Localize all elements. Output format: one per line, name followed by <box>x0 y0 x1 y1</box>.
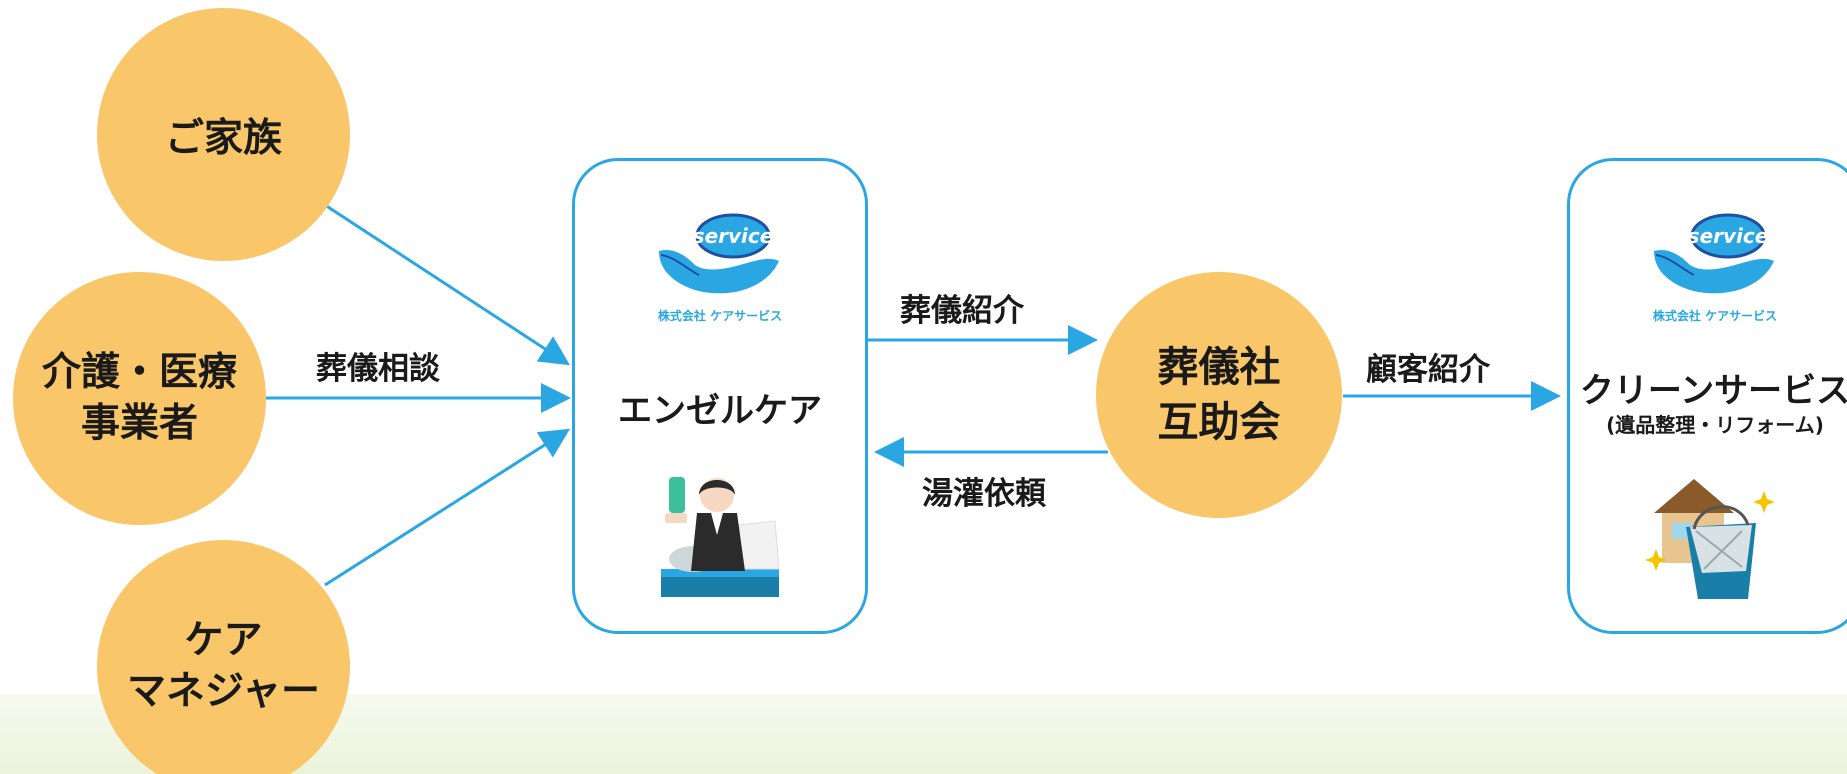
clean-service-logo-text: service <box>1688 224 1769 248</box>
label-customer-referral: 顧客紹介 <box>1366 352 1490 388</box>
clean-service-title: クリーンサービス <box>1579 371 1847 411</box>
node-care-manager-line-1: ケア <box>184 617 263 663</box>
angel-care-logo-text: service <box>693 224 774 248</box>
node-care-manager: ケア マネジャー <box>97 540 350 774</box>
arrow-family-to-angelcare <box>324 203 571 366</box>
node-care-providers-line-1: 介護・医療 <box>41 349 237 395</box>
clean-service-subtitle: (遺品整理・リフォーム) <box>1606 413 1824 437</box>
angel-care-box: service 株式会社 ケアサービス エンゼルケア <box>572 158 868 634</box>
house-bucket-illustration <box>1645 479 1775 599</box>
node-family-line-1: ご家族 <box>164 115 282 161</box>
service-hand-logo: service <box>1654 213 1774 294</box>
angel-care-company-name: 株式会社 ケアサービス <box>657 309 783 323</box>
node-care-manager-line-2: マネジャー <box>126 668 321 714</box>
clean-service-box: service 株式会社 ケアサービス クリーンサービス (遺品整理・リフォーム… <box>1567 158 1847 634</box>
node-funeral-company-line-1: 葬儀社 <box>1157 342 1281 391</box>
node-care-providers: 介護・医療 事業者 <box>13 272 266 525</box>
label-funeral-referral: 葬儀紹介 <box>900 293 1024 329</box>
node-care-providers-line-2: 事業者 <box>80 400 198 446</box>
angel-care-staff-illustration <box>661 477 780 597</box>
angel-care-title: エンゼルケア <box>618 391 822 431</box>
label-bathing-request: 湯灌依頼 <box>922 476 1046 512</box>
node-funeral-company: 葬儀社 互助会 <box>1096 272 1342 518</box>
clean-service-company-name: 株式会社 ケアサービス <box>1652 309 1778 323</box>
label-funeral-consultation: 葬儀相談 <box>316 351 440 387</box>
node-family: ご家族 <box>97 8 350 261</box>
arrow-caremanager-to-angelcare <box>324 428 571 587</box>
service-hand-logo: service <box>659 213 779 294</box>
node-funeral-company-line-2: 互助会 <box>1157 398 1281 446</box>
